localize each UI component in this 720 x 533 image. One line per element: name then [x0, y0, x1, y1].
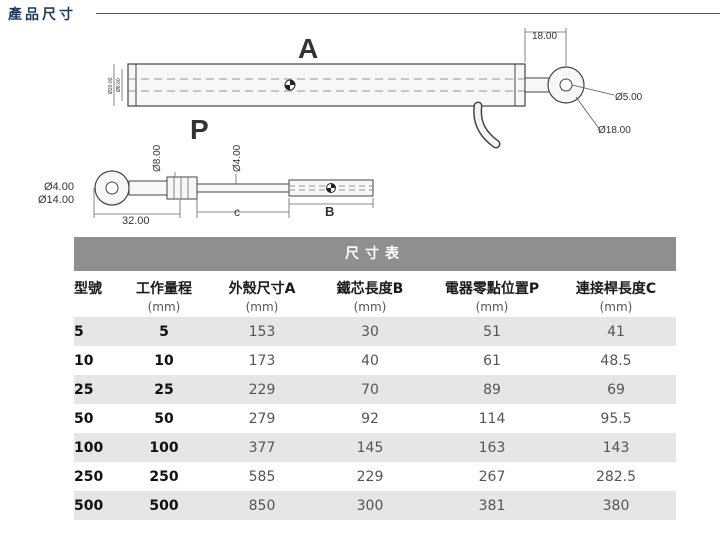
- dim-dia-18: Ø18.00: [598, 125, 631, 136]
- dimension-table-section: 尺寸表 型號 工作量程(mm) 外殼尺寸A(mm) 鐵芯長度B(mm) 電器零點…: [74, 237, 676, 520]
- dim-dia-5: Ø5.00: [615, 92, 643, 103]
- label-c: c: [234, 205, 240, 219]
- table-row: 50 50 279 92 114 95.5: [74, 410, 632, 427]
- table-row: 5 5 153 30 51 41: [74, 317, 676, 346]
- label-A: A: [298, 33, 318, 64]
- dim-dia-14: Ø14.00: [38, 194, 74, 206]
- section-header: 產品尺寸: [0, 0, 720, 26]
- table-row: 250 250 585 229 267 282.5: [74, 468, 637, 485]
- side-dim-label-1: Ø20.00: [108, 77, 114, 94]
- table-row: 500 500 850 300 381 380: [74, 491, 676, 520]
- col-header-range: 工作量程(mm): [136, 281, 192, 314]
- label-B: B: [325, 204, 334, 219]
- table-row: 10 10 173 40 61 48.5: [74, 352, 632, 369]
- col-header-core-b: 鐵芯長度B(mm): [336, 281, 404, 314]
- sensor-housing: Ø20.00 Ø8.00: [108, 28, 615, 149]
- dim-32: 32.00: [122, 215, 150, 227]
- col-header-zero-p: 電器零點位置P(mm): [444, 281, 540, 314]
- section-title: 產品尺寸: [8, 7, 76, 23]
- core-zero-mark-icon: [326, 183, 336, 193]
- dim-dia-4-eye: Ø4.00: [44, 181, 74, 193]
- dim-18-top: 18.00: [532, 31, 557, 42]
- dim-dia-8: Ø8.00: [152, 144, 163, 172]
- table-header-row: 型號 工作量程(mm) 外殼尺寸A(mm) 鐵芯長度B(mm) 電器零點位置P(…: [74, 271, 676, 317]
- side-dim-label-2: Ø8.00: [116, 78, 122, 92]
- dimension-drawing: Ø20.00 Ø8.00 A P 18.00 Ø5.00 Ø18.00: [38, 28, 643, 227]
- table-title: 尺寸表: [74, 237, 676, 271]
- dimension-table: 型號 工作量程(mm) 外殼尺寸A(mm) 鐵芯長度B(mm) 電器零點位置P(…: [74, 271, 676, 520]
- dim-dia-4-rod: Ø4.00: [232, 144, 243, 172]
- col-header-rod-c: 連接桿長度C(mm): [575, 281, 657, 314]
- col-header-housing-a: 外殼尺寸A(mm): [228, 281, 296, 314]
- core-assembly: [93, 170, 374, 218]
- col-header-model: 型號: [74, 281, 102, 297]
- table-row: 25 25 229 70 89 69: [74, 375, 676, 404]
- table-row: 100 100 377 145 163 143: [74, 433, 676, 462]
- zero-mark-icon: [284, 79, 296, 91]
- label-P: P: [190, 114, 209, 145]
- section-divider: [96, 13, 720, 14]
